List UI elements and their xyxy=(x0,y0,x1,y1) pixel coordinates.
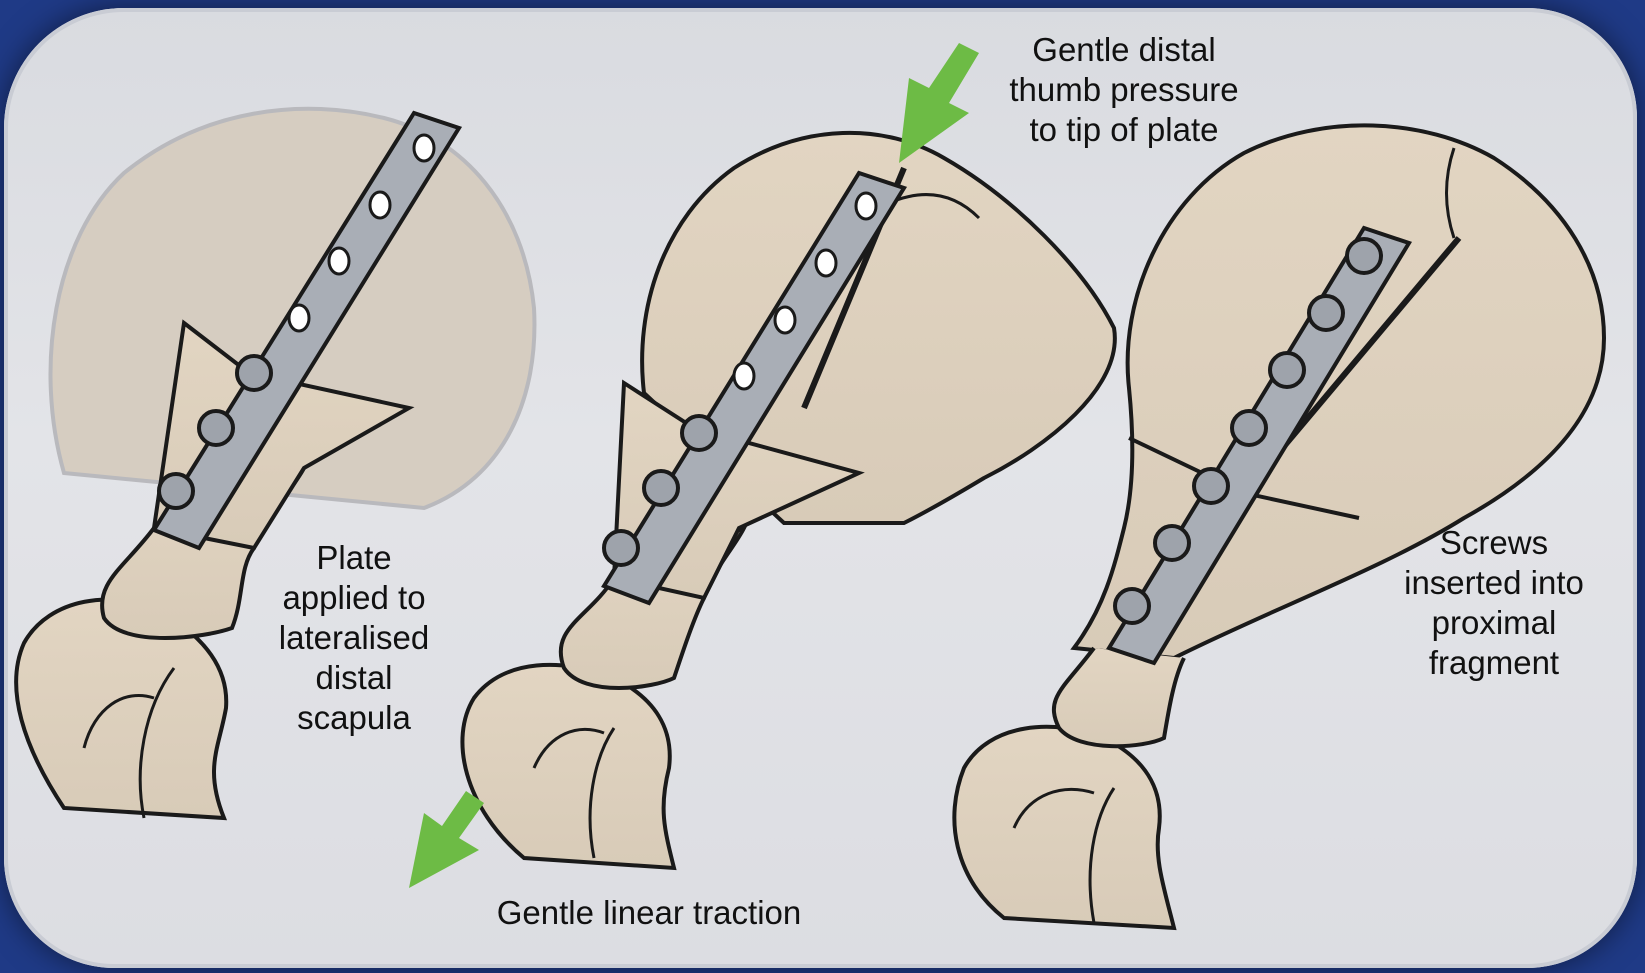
thumb-pressure-label: Gentle distal thumb pressure to tip of p… xyxy=(979,30,1269,150)
traction-arrow xyxy=(409,791,484,888)
illustration-frame: Gentle distal thumb pressure to tip of p… xyxy=(4,8,1637,968)
humerus-3 xyxy=(954,727,1174,928)
screws-inserted-label: Screws inserted into proximal fragment xyxy=(1374,523,1614,683)
linear-traction-label: Gentle linear traction xyxy=(459,893,839,933)
scapula-fixation-diagram xyxy=(4,8,1637,968)
plate-applied-label: Plate applied to lateralised distal scap… xyxy=(259,538,449,738)
thumb-pressure-arrow xyxy=(899,43,979,163)
humerus-2 xyxy=(462,665,674,868)
